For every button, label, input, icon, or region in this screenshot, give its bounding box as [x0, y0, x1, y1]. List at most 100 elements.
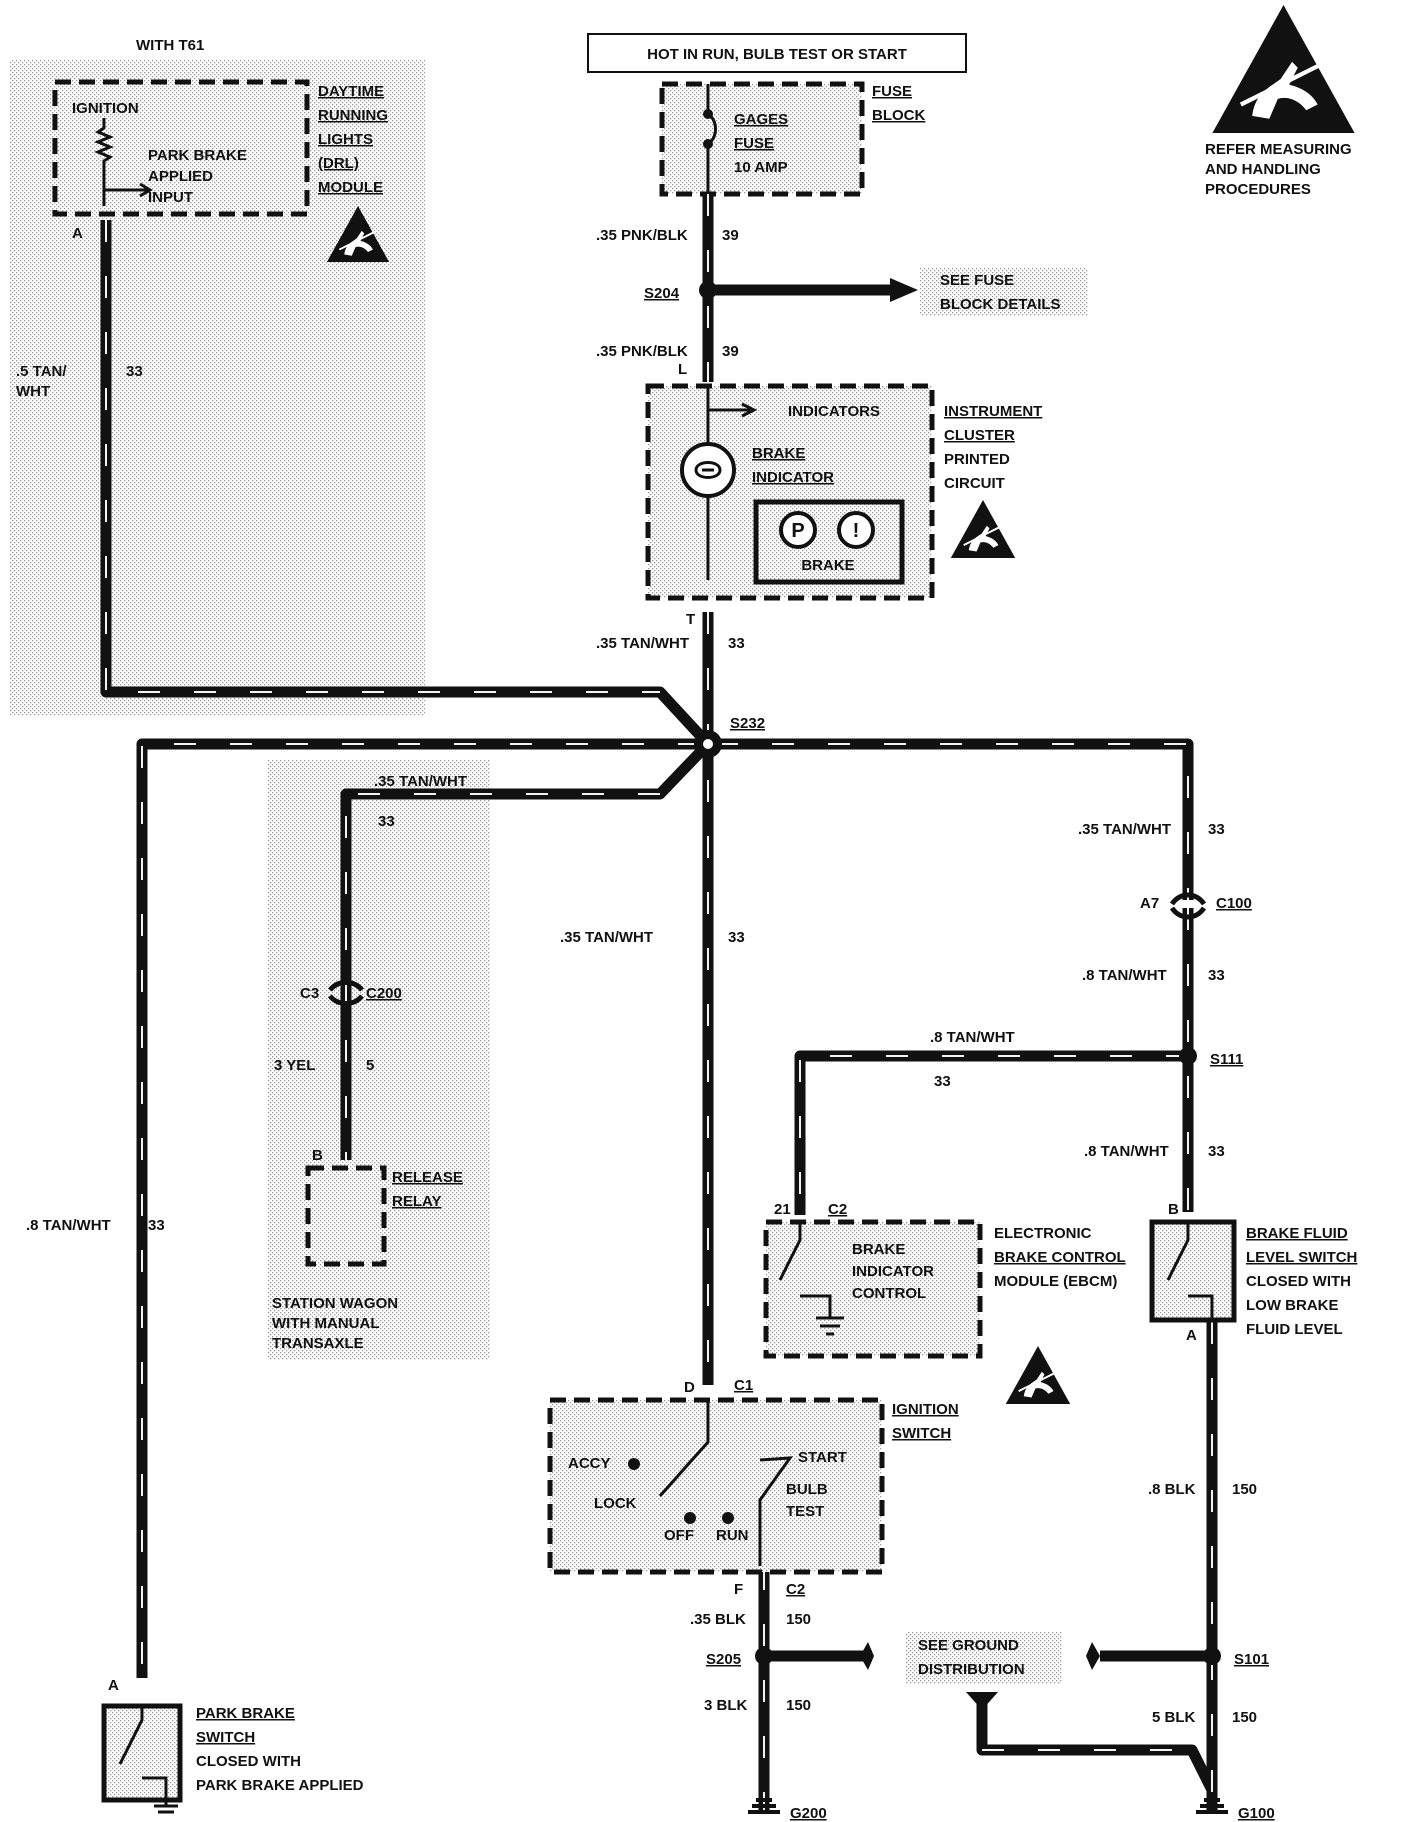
ign-start-label: START [798, 1449, 847, 1466]
ign-connector-c1: C1 [734, 1377, 753, 1394]
release-relay-box [305, 1165, 387, 1267]
wire-label-pnk-blk-1: .35 PNK/BLK [596, 227, 688, 244]
esd-note-line-2: AND HANDLING [1205, 161, 1321, 178]
ebcm-pin-21: 21 [774, 1201, 791, 1218]
wire-label-drl-tan-2: WHT [16, 383, 50, 400]
power-source-box [587, 33, 967, 73]
ground-g100-label: G100 [1238, 1805, 1275, 1822]
ground-note-line-2: DISTRIBUTION [918, 1661, 1025, 1678]
wire-label-blk-c2: .35 BLK [690, 1611, 746, 1628]
ign-connector-c2: C2 [786, 1581, 805, 1598]
cluster-pin-l: L [678, 361, 687, 378]
splice-s232-label: S232 [730, 715, 765, 732]
cluster-title-3: PRINTED [944, 451, 1010, 468]
wire-circuit-s111: 33 [1208, 1143, 1225, 1160]
ground-note-shade [906, 1632, 1062, 1684]
cluster-title-4: CIRCUIT [944, 475, 1005, 492]
with-t61-label: WITH T61 [136, 37, 204, 54]
ign-run-contact [722, 1512, 734, 1524]
ignition-switch-box [547, 1397, 885, 1575]
wire-circuit-c100: 33 [1208, 967, 1225, 984]
ebcm-connector-c2: C2 [828, 1201, 847, 1218]
splice-s204-label: S204 [644, 285, 680, 302]
fuse-details-shade [920, 268, 1088, 316]
wire-label-center-tan: .35 TAN/WHT [560, 929, 653, 946]
ebcm-switch-icon [778, 1222, 844, 1336]
wire-label-relay-tan: .35 TAN/WHT [374, 773, 467, 790]
wire-circuit-blk-s205: 150 [786, 1697, 811, 1714]
release-relay-title-2: RELAY [392, 1193, 441, 1210]
ign-accy-label: ACCY [568, 1455, 611, 1472]
wire-circuit-center: 33 [728, 929, 745, 946]
indicators-arrow-icon [708, 402, 758, 418]
bfl-pin-b: B [1168, 1201, 1179, 1218]
fuse-details-line-1: SEE FUSE [940, 272, 1014, 289]
wire-label-s111-tan: .8 TAN/WHT [1084, 1143, 1169, 1160]
park-lamp-glyph: P [791, 520, 804, 542]
splice-s101-label: S101 [1234, 1651, 1269, 1668]
warning-lamp-icon [837, 511, 875, 549]
wire-circuit-right: 33 [1208, 821, 1225, 838]
ebcm-esd-icon [1004, 1346, 1072, 1404]
drl-input-line-1: PARK BRAKE [148, 147, 247, 164]
ign-bulb-test-line-2: TEST [786, 1503, 824, 1520]
fuse-name-line-1: GAGES [734, 111, 788, 128]
wire-s111-to-ebcm [794, 1050, 1188, 1215]
wire-circuit-yel: 5 [366, 1057, 374, 1074]
connector-c100-icon [1169, 892, 1207, 920]
connector-c200-label: C200 [366, 985, 402, 1002]
wire-label-blk-s101: 5 BLK [1152, 1709, 1196, 1726]
brake-lamp-panel [753, 499, 905, 585]
power-source-label: HOT IN RUN, BULB TEST OR START [647, 46, 907, 63]
brake-indicator-line-2: INDICATOR [752, 469, 834, 486]
warning-lamp-glyph: ! [853, 520, 860, 542]
drl-module-box [52, 79, 310, 217]
drl-title-line-1: DAYTIME [318, 83, 384, 100]
drl-title-line-5: MODULE [318, 179, 383, 196]
drl-title-line-3: LIGHTS [318, 131, 373, 148]
wire-circuit-39-2: 39 [722, 343, 739, 360]
splice-s204 [699, 281, 717, 299]
relay-note-line-1: STATION WAGON [272, 1295, 398, 1312]
wire-label-cluster-out: .35 TAN/WHT [596, 635, 689, 652]
drl-input-line-3: INPUT [148, 189, 193, 206]
splice-s101 [1203, 1647, 1221, 1665]
wire-label-left-tan: .8 TAN/WHT [26, 1217, 111, 1234]
wire-label-blk-s205: 3 BLK [704, 1697, 748, 1714]
ground-g200-label: G200 [790, 1805, 827, 1822]
cluster-esd-icon [950, 500, 1016, 558]
drl-title-line-2: RUNNING [318, 107, 388, 124]
ground-note-line-1: SEE GROUND [918, 1637, 1019, 1654]
esd-note-line-3: PROCEDURES [1205, 181, 1311, 198]
splice-s111 [1179, 1047, 1197, 1065]
park-title-1: PARK BRAKE [196, 1705, 295, 1722]
fuse-block-title-1: FUSE [872, 83, 912, 100]
ign-off-label: OFF [664, 1527, 694, 1544]
fuse-terminal-bottom [703, 139, 713, 149]
splice-s205 [755, 1647, 773, 1665]
bulb-filament-icon [694, 461, 722, 479]
connector-c200-pin: C3 [300, 985, 319, 1002]
s205-ground-arrow-icon [860, 1642, 874, 1670]
connector-c100-pin: A7 [1140, 895, 1159, 912]
wire-label-c100-tan: .8 TAN/WHT [1082, 967, 1167, 984]
esd-note-line-1: REFER MEASURING [1205, 141, 1352, 158]
wire-circuit-39-1: 39 [722, 227, 739, 244]
ebcm-box [763, 1219, 983, 1359]
park-lamp-icon [779, 511, 817, 549]
wire-s232-to-relay [340, 740, 712, 1160]
bfl-switch-icon [1166, 1222, 1214, 1322]
indicators-label: INDICATORS [788, 403, 880, 420]
ebcm-inner-line-3: CONTROL [852, 1285, 926, 1302]
wire-circuit-blk-right: 150 [1232, 1481, 1257, 1498]
wire-circuit-cluster-out: 33 [728, 635, 745, 652]
relay-pin-b: B [312, 1147, 323, 1164]
fuse-details-line-2: BLOCK DETAILS [940, 296, 1061, 313]
wire-label-right-tan: .35 TAN/WHT [1078, 821, 1171, 838]
wire-label-pnk-blk-2: .35 PNK/BLK [596, 343, 688, 360]
brake-indicator-line-1: BRAKE [752, 445, 805, 462]
ign-title-2: SWITCH [892, 1425, 951, 1442]
ebcm-title-3: MODULE (EBCM) [994, 1273, 1117, 1290]
splice-s232-center [703, 739, 713, 749]
